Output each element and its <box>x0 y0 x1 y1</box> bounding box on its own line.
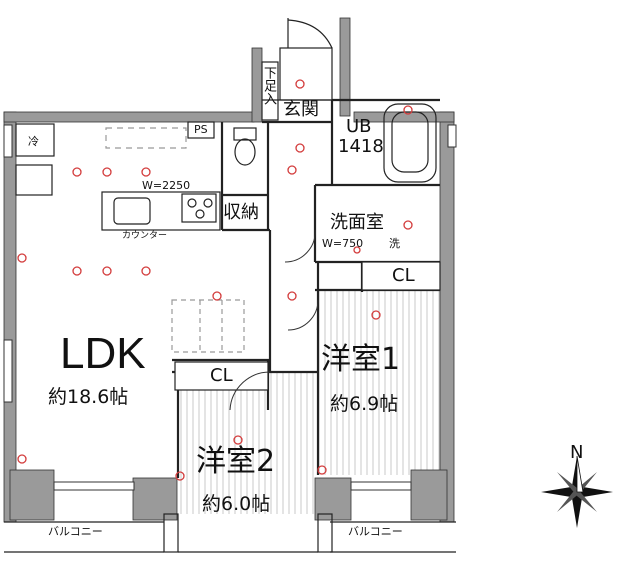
counter-dashes <box>105 127 187 149</box>
room1-label: 洋室1 <box>321 342 401 377</box>
room2-floor <box>178 372 318 514</box>
dining-table <box>171 299 245 353</box>
closet1-box <box>361 261 441 291</box>
entrance-area <box>261 18 340 121</box>
washer-label: 洗 <box>389 237 400 250</box>
windows <box>3 124 457 491</box>
ldk-label: LDK <box>60 329 146 378</box>
outer-walls <box>3 17 455 523</box>
unit-bath <box>383 103 437 183</box>
storage-label: 収納 <box>223 202 259 223</box>
light-markers <box>17 79 413 481</box>
room1-floor <box>318 290 440 475</box>
balcony-left-label: バルコニー <box>48 525 103 538</box>
kitchen-width: W=2250 <box>142 179 191 192</box>
ldk-area: 約18.6帖 <box>48 386 129 408</box>
washroom-width: W=750 <box>322 237 364 250</box>
counter-label: カウンター <box>122 231 168 241</box>
room2-label: 洋室2 <box>196 444 276 479</box>
compass-icon <box>541 455 613 528</box>
washroom-label: 洗面室 <box>330 212 384 233</box>
fridge-label: 冷 <box>28 135 39 148</box>
compass-north-label: N <box>570 442 584 463</box>
unit-bath-label: UB <box>346 116 372 137</box>
pipe-space-label: PS <box>194 123 208 136</box>
balcony-right-label: バルコニー <box>348 525 403 538</box>
fridge <box>15 123 55 196</box>
room1-area: 約6.9帖 <box>330 393 399 415</box>
balcony-left <box>4 513 179 553</box>
toilet <box>187 121 257 166</box>
unit-bath-size: 1418 <box>338 136 384 157</box>
shoe-box-label: 下足入 <box>261 66 276 105</box>
closet1-label: CL <box>392 265 415 286</box>
balcony-right <box>178 513 456 553</box>
room2-area: 約6.0帖 <box>202 493 271 515</box>
closet2-label: CL <box>210 365 233 386</box>
door-swings <box>229 229 319 411</box>
entrance-label: 玄関 <box>283 99 319 120</box>
kitchen-counter <box>101 191 221 231</box>
